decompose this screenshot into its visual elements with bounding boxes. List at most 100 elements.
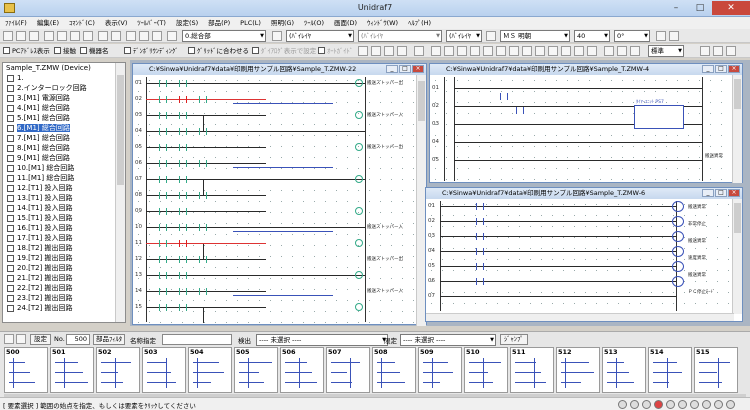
menu-item-5[interactable]: 設定(S) xyxy=(175,19,199,27)
grid-snap-check[interactable]: ｸﾞﾘｯﾄﾞに合わせる xyxy=(188,46,249,56)
part-item[interactable]: 504 xyxy=(188,347,232,393)
menu-item-1[interactable]: 編集(E) xyxy=(36,19,59,27)
tree-item[interactable]: 11.[M1] 総合回路 xyxy=(3,173,125,183)
menu-item-3[interactable]: 表示(V) xyxy=(104,19,128,27)
cut-icon[interactable] xyxy=(44,31,54,41)
part-item[interactable]: 512 xyxy=(556,347,600,393)
part-number-input[interactable]: 500 xyxy=(66,334,90,345)
tree-item[interactable]: 21.[T2] 搬出回路 xyxy=(3,273,125,283)
symbol-icon[interactable] xyxy=(535,46,545,56)
linetype2-combo[interactable]: (ﾊﾞｲﾚｲﾔ xyxy=(358,30,442,42)
status-indicator-1-icon[interactable] xyxy=(618,400,627,409)
linetype-combo[interactable]: (ﾊﾞｲﾚｲﾔ xyxy=(286,30,354,42)
status-indicator-3-icon[interactable] xyxy=(642,400,651,409)
tree-root[interactable]: Sample_T.ZMW (Device) xyxy=(6,64,91,72)
tree-item[interactable]: 6.[M1] 総合回路 xyxy=(3,123,125,133)
tree-item[interactable]: 10.[M1] 総合回路 xyxy=(3,163,125,173)
drawing-window-22[interactable]: C:¥Sinwa¥Unidraf7¥data¥印刷用サンプル回路¥Sample_… xyxy=(132,63,427,326)
tree-item[interactable]: 13.[T1] 投入回路 xyxy=(3,193,125,203)
menu-item-8[interactable]: 照明(G) xyxy=(270,19,295,27)
part-item[interactable]: 508 xyxy=(372,347,416,393)
menu-item-6[interactable]: 部品(P) xyxy=(208,19,231,27)
zoom-icon[interactable] xyxy=(371,46,381,56)
drawing-window-4[interactable]: C:¥Sinwa¥Unidraf7¥data¥印刷用サンプル回路¥Sample_… xyxy=(429,63,743,183)
menu-item-0[interactable]: ﾌｧｲﾙ(F) xyxy=(5,19,27,27)
w1-minimize-button[interactable]: _ xyxy=(386,65,398,73)
status-indicator-10-icon[interactable] xyxy=(726,400,735,409)
text-icon[interactable] xyxy=(483,46,493,56)
status-indicator-9-icon[interactable] xyxy=(714,400,723,409)
w1-maximize-button[interactable]: □ xyxy=(399,65,411,73)
format-icon[interactable] xyxy=(669,31,679,41)
contact-check[interactable]: 接触 xyxy=(54,46,76,56)
status-indicator-5-icon[interactable] xyxy=(666,400,675,409)
tree-item[interactable]: 22.[T2] 搬出回路 xyxy=(3,283,125,293)
tree-item[interactable]: 4.[M1] 総合回路 xyxy=(3,103,125,113)
tree-item[interactable]: 16.[T1] 投入回路 xyxy=(3,223,125,233)
preview-icon[interactable] xyxy=(139,31,149,41)
pan-icon[interactable] xyxy=(384,46,394,56)
device-name-check[interactable]: 機器名 xyxy=(80,46,109,56)
tree-item[interactable]: 19.[T2] 搬出回路 xyxy=(3,253,125,263)
tree-item[interactable]: 15.[T1] 投入回路 xyxy=(3,213,125,223)
tree-item[interactable]: 5.[M1] 総合回路 xyxy=(3,113,125,123)
limit-combo[interactable]: ---- 未選択 ---- xyxy=(400,334,496,346)
w2-scrollbar[interactable] xyxy=(732,75,742,183)
parts-scrollbar[interactable] xyxy=(4,394,746,398)
tree-item[interactable]: 9.[M1] 総合回路 xyxy=(3,153,125,163)
wrench-icon[interactable] xyxy=(617,46,627,56)
part-item[interactable]: 515 xyxy=(694,347,738,393)
w1-close-button[interactable]: × xyxy=(412,65,424,73)
mode-combo[interactable]: 標準 xyxy=(648,45,684,57)
tree-item[interactable]: 20.[T2] 搬出回路 xyxy=(3,263,125,273)
layer-combo[interactable]: 0.総合部 xyxy=(182,30,266,42)
hammer-icon[interactable] xyxy=(604,46,614,56)
w3-close-button[interactable]: × xyxy=(728,189,740,197)
tree-item[interactable]: 2.インターロック回路 xyxy=(3,83,125,93)
tree-item[interactable]: 3.[M1] 電源回路 xyxy=(3,93,125,103)
parts-next-icon[interactable] xyxy=(16,334,26,344)
tree-scrollbar[interactable] xyxy=(115,63,125,322)
text-style-icon[interactable] xyxy=(486,31,496,41)
size-combo[interactable]: 40 xyxy=(574,30,610,42)
tree-item[interactable]: 1. xyxy=(3,73,125,83)
status-indicator-8-icon[interactable] xyxy=(702,400,711,409)
detect-combo[interactable]: ---- 未選択 ---- xyxy=(256,334,388,346)
w3-minimize-button[interactable]: _ xyxy=(702,189,714,197)
w3-scrollbar[interactable] xyxy=(732,199,742,314)
w3-maximize-button[interactable]: □ xyxy=(715,189,727,197)
print-icon[interactable] xyxy=(126,31,136,41)
part-item[interactable]: 505 xyxy=(234,347,278,393)
fit-icon[interactable] xyxy=(397,46,407,56)
undo-icon[interactable] xyxy=(98,31,108,41)
save-icon[interactable] xyxy=(29,31,39,41)
parts-filter-button[interactable]: 部品ﾌｨﾙﾀ xyxy=(93,334,125,345)
draw-circle-icon[interactable] xyxy=(457,46,467,56)
help-icon[interactable] xyxy=(152,31,162,41)
tree-item[interactable]: 14.[T1] 投入回路 xyxy=(3,203,125,213)
minimize-button[interactable]: – xyxy=(673,3,679,13)
part-item[interactable]: 506 xyxy=(280,347,324,393)
w2-close-button[interactable]: × xyxy=(728,65,740,73)
settings-button[interactable]: 設定 xyxy=(30,334,51,345)
angle-combo[interactable]: 0° xyxy=(614,30,650,42)
select-icon[interactable] xyxy=(358,46,368,56)
status-indicator-7-icon[interactable] xyxy=(690,400,699,409)
redo-icon[interactable] xyxy=(111,31,121,41)
part-item[interactable]: 500 xyxy=(4,347,48,393)
menu-item-2[interactable]: ｺﾏﾝﾄﾞ(C) xyxy=(69,19,95,27)
tools-icon[interactable] xyxy=(630,46,640,56)
w2-minimize-button[interactable]: _ xyxy=(702,65,714,73)
draw-line-icon[interactable] xyxy=(431,46,441,56)
layer-icon[interactable] xyxy=(167,31,177,41)
jump-button[interactable]: ｼﾞｬﾝﾌﾟ xyxy=(500,334,528,345)
maximize-button[interactable]: □ xyxy=(695,3,705,13)
dialog-check[interactable]: ﾀﾞｲｱﾛｸﾞ表示で設定 xyxy=(252,46,316,56)
w1-scrollbar[interactable] xyxy=(416,75,426,326)
font-combo[interactable]: ＭＳ 明朝 xyxy=(500,30,570,42)
close-button[interactable]: ✕ xyxy=(712,1,750,15)
contact-icon[interactable] xyxy=(548,46,558,56)
coil-icon[interactable] xyxy=(561,46,571,56)
